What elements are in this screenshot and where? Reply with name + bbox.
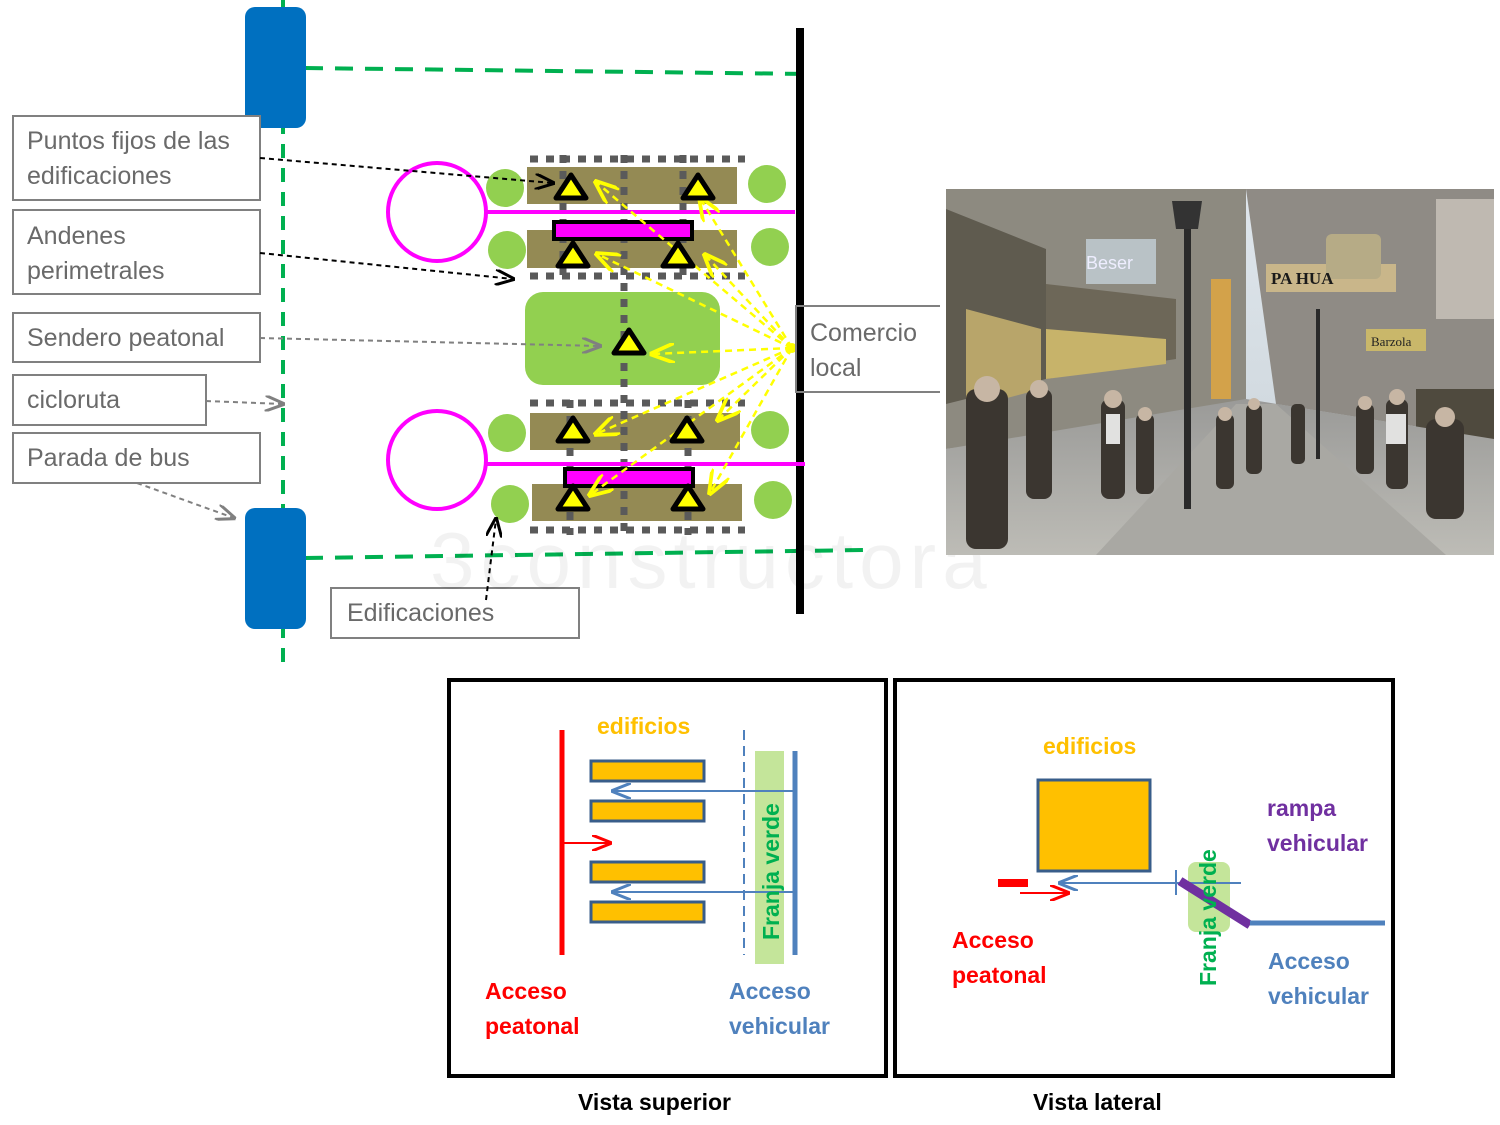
vs-franja: Franja verde (758, 803, 784, 940)
vehicle-access (386, 161, 805, 511)
vs-acceso-peatonal-line2: peatonal (485, 1013, 580, 1039)
vs-edificios: edificios (597, 713, 690, 739)
label-edificaciones: Edificaciones (347, 599, 494, 627)
vs-title: Vista superior (578, 1089, 731, 1115)
label-arrows (136, 157, 600, 601)
cicloruta-line-bottom (304, 548, 866, 560)
street-photo-illustration: Beser PA HUA Barzola (946, 189, 1494, 555)
label-sendero: Sendero peatonal (27, 324, 224, 352)
cicloruta-line-top (304, 66, 811, 76)
label-puntos-fijos-line1: Puntos fijos de las (27, 127, 230, 155)
photo-sign-barzola: Barzola (1371, 334, 1412, 349)
label-andenes-line1: Andenes (27, 222, 126, 250)
label-comercio-line1: Comercio (810, 319, 917, 347)
bus-stop-top (245, 7, 306, 128)
watermark: 3constructora (430, 516, 993, 605)
vista-lateral-diagram (998, 778, 1385, 932)
vista-lateral-frame (893, 678, 1395, 1078)
vl-acceso-vehicular-line1: Acceso (1268, 948, 1350, 974)
label-parada: Parada de bus (27, 444, 190, 472)
vl-acceso-peatonal-line2: peatonal (952, 962, 1047, 988)
puntos-fijos-markers (553, 172, 716, 512)
vl-rampa-line2: vehicular (1267, 830, 1368, 856)
vl-title: Vista lateral (1033, 1089, 1162, 1115)
photo-sign-beser: Beser (1086, 253, 1133, 273)
vs-acceso-peatonal-line1: Acceso (485, 978, 567, 1004)
vl-acceso-peatonal-line1: Acceso (952, 927, 1034, 953)
label-boxes (12, 115, 940, 639)
bus-stop-bottom (245, 508, 306, 629)
andenes-perimetrales (530, 155, 745, 535)
label-andenes-line2: perimetrales (27, 257, 165, 285)
label-puntos-fijos-line2: edificaciones (27, 162, 172, 190)
street-photo: Beser PA HUA Barzola (946, 189, 1494, 555)
vs-acceso-vehicular-line1: Acceso (729, 978, 811, 1004)
label-cicloruta: cicloruta (27, 386, 120, 414)
label-comercio-line2: local (810, 354, 861, 382)
vl-rampa-line1: rampa (1267, 795, 1336, 821)
vl-acceso-vehicular-line2: vehicular (1268, 983, 1369, 1009)
vs-acceso-vehicular-line2: vehicular (729, 1013, 830, 1039)
vista-superior-diagram (559, 730, 798, 964)
ramp-bottom (563, 467, 695, 488)
ramp-top (552, 220, 694, 241)
comercio-point (787, 343, 797, 353)
vl-franja: Franja verde (1195, 849, 1221, 986)
vl-edificios: edificios (1043, 733, 1136, 759)
photo-sign-panhua: PA HUA (1271, 269, 1334, 288)
